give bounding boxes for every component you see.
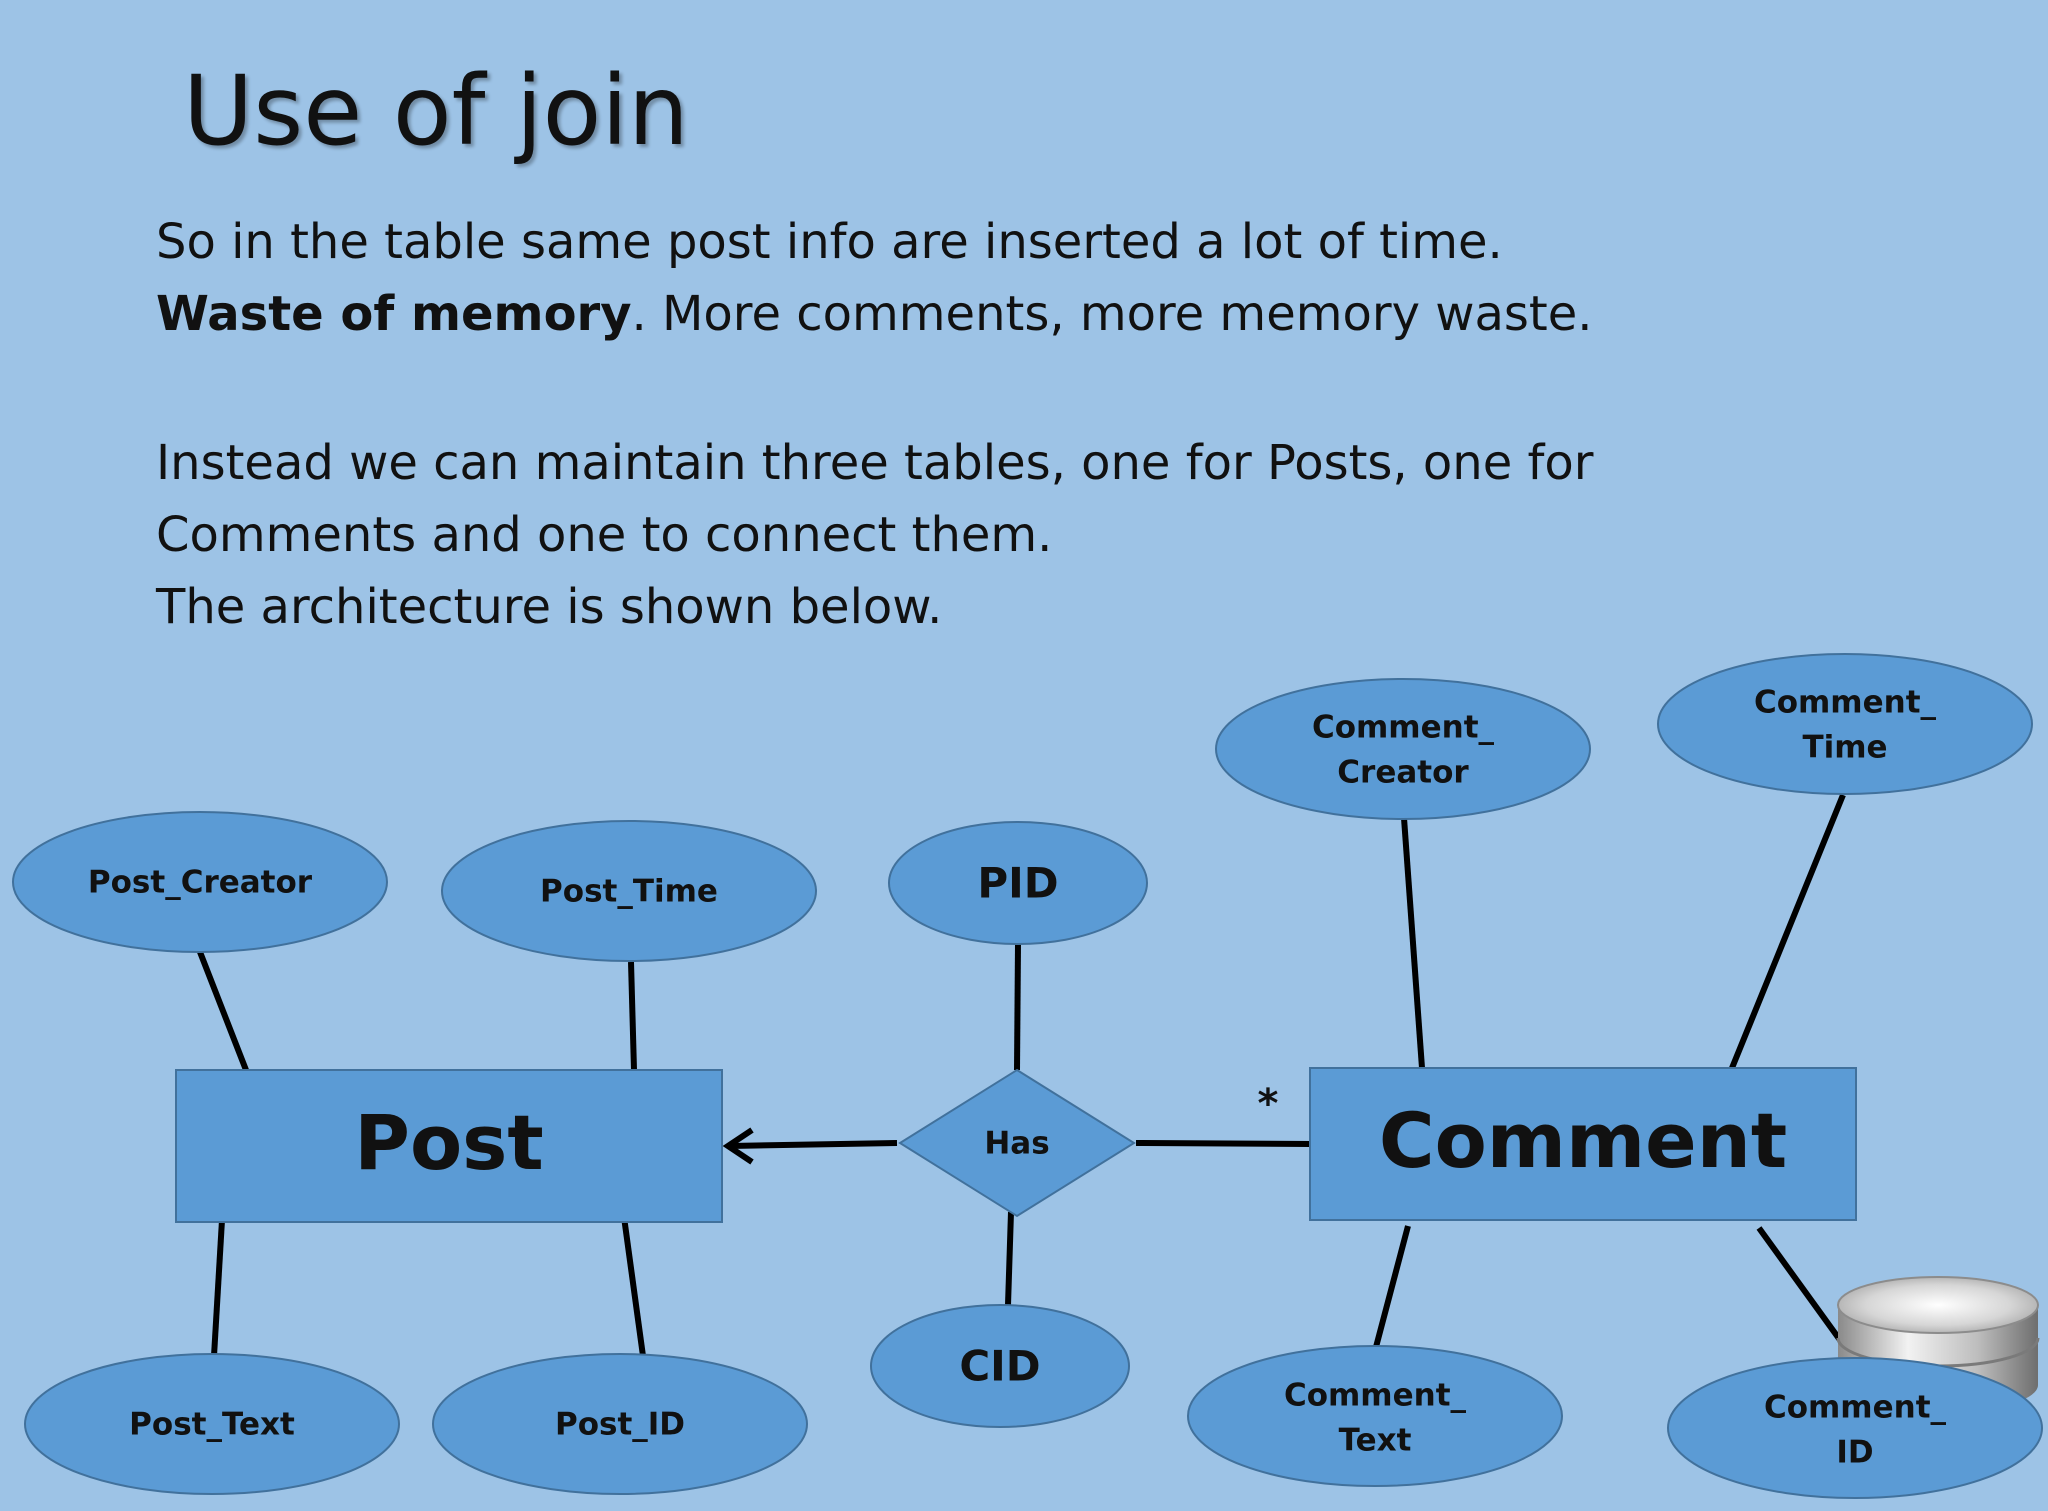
attribute-comment-creator[interactable]: Comment_ Creator: [1215, 678, 1591, 820]
architecture-paragraph: Instead we can maintain three tables, on…: [156, 427, 1594, 643]
intro-line-2: Waste of memory. More comments, more mem…: [156, 278, 1593, 350]
attribute-post-creator[interactable]: Post_Creator: [12, 811, 388, 953]
relationship-has-label: Has: [984, 1126, 1049, 1162]
attribute-comment-text[interactable]: Comment_ Text: [1187, 1345, 1563, 1487]
attribute-comment-id-label-1: Comment_: [1764, 1390, 1947, 1426]
attribute-pid[interactable]: PID: [888, 821, 1148, 945]
attribute-comment-id-label-2: ID: [1836, 1435, 1873, 1471]
architecture-line-2: Comments and one to connect them.: [156, 507, 1053, 563]
architecture-line-3: The architecture is shown below.: [156, 579, 943, 635]
attribute-post-text[interactable]: Post_Text: [24, 1353, 400, 1495]
line-has-comment: [1135, 1140, 1311, 1147]
attribute-cid-label: CID: [959, 1342, 1040, 1391]
line-post-creator: [197, 950, 249, 1072]
line-cid: [1005, 1211, 1014, 1306]
attribute-pid-label: PID: [977, 859, 1058, 908]
line-post-time: [628, 961, 637, 1071]
attribute-post-creator-label: Post_Creator: [88, 865, 313, 901]
intro-line-1: So in the table same post info are inser…: [156, 214, 1503, 270]
attribute-post-time[interactable]: Post_Time: [441, 820, 817, 962]
cardinality-many-label: *: [1258, 1081, 1279, 1127]
line-pid: [1014, 943, 1021, 1071]
attribute-comment-time-label-2: Time: [1802, 730, 1887, 766]
attribute-comment-id[interactable]: Comment_ ID: [1667, 1357, 2043, 1499]
line-comment-id: [1756, 1226, 1856, 1360]
attribute-comment-text-label-1: Comment_: [1284, 1378, 1467, 1414]
architecture-line-1: Instead we can maintain three tables, on…: [156, 435, 1594, 491]
entity-comment-label: Comment: [1379, 1096, 1787, 1185]
line-comment-time: [1729, 793, 1846, 1070]
attribute-comment-time[interactable]: Comment_ Time: [1657, 653, 2033, 795]
attribute-post-id-label: Post_ID: [555, 1407, 685, 1443]
line-has-post: [729, 1140, 898, 1149]
intro-paragraph: So in the table same post info are inser…: [156, 206, 1593, 350]
attribute-comment-time-label-1: Comment_: [1754, 685, 1937, 721]
entity-post[interactable]: Post: [175, 1069, 723, 1223]
line-post-id: [621, 1216, 646, 1357]
attribute-post-id[interactable]: Post_ID: [432, 1353, 808, 1495]
intro-bold-phrase: Waste of memory: [156, 286, 632, 342]
connectors: [197, 793, 1856, 1360]
line-comment-creator: [1401, 817, 1425, 1069]
attribute-comment-creator-label-1: Comment_: [1312, 710, 1495, 746]
intro-line-2-rest: . More comments, more memory waste.: [631, 286, 1593, 342]
attribute-cid[interactable]: CID: [870, 1304, 1130, 1428]
relationship-has[interactable]: Has: [898, 1068, 1136, 1218]
arrow-head-post: [722, 1127, 754, 1165]
attribute-comment-text-label-2: Text: [1339, 1423, 1412, 1459]
entity-comment[interactable]: Comment: [1309, 1067, 1857, 1221]
line-comment-text: [1373, 1225, 1411, 1348]
attribute-comment-creator-label-2: Creator: [1337, 755, 1469, 791]
attribute-post-time-label: Post_Time: [540, 874, 718, 910]
attribute-post-text-label: Post_Text: [129, 1407, 295, 1443]
page-title: Use of join: [183, 55, 689, 167]
entity-post-label: Post: [354, 1098, 543, 1187]
line-post-text: [211, 1219, 225, 1357]
